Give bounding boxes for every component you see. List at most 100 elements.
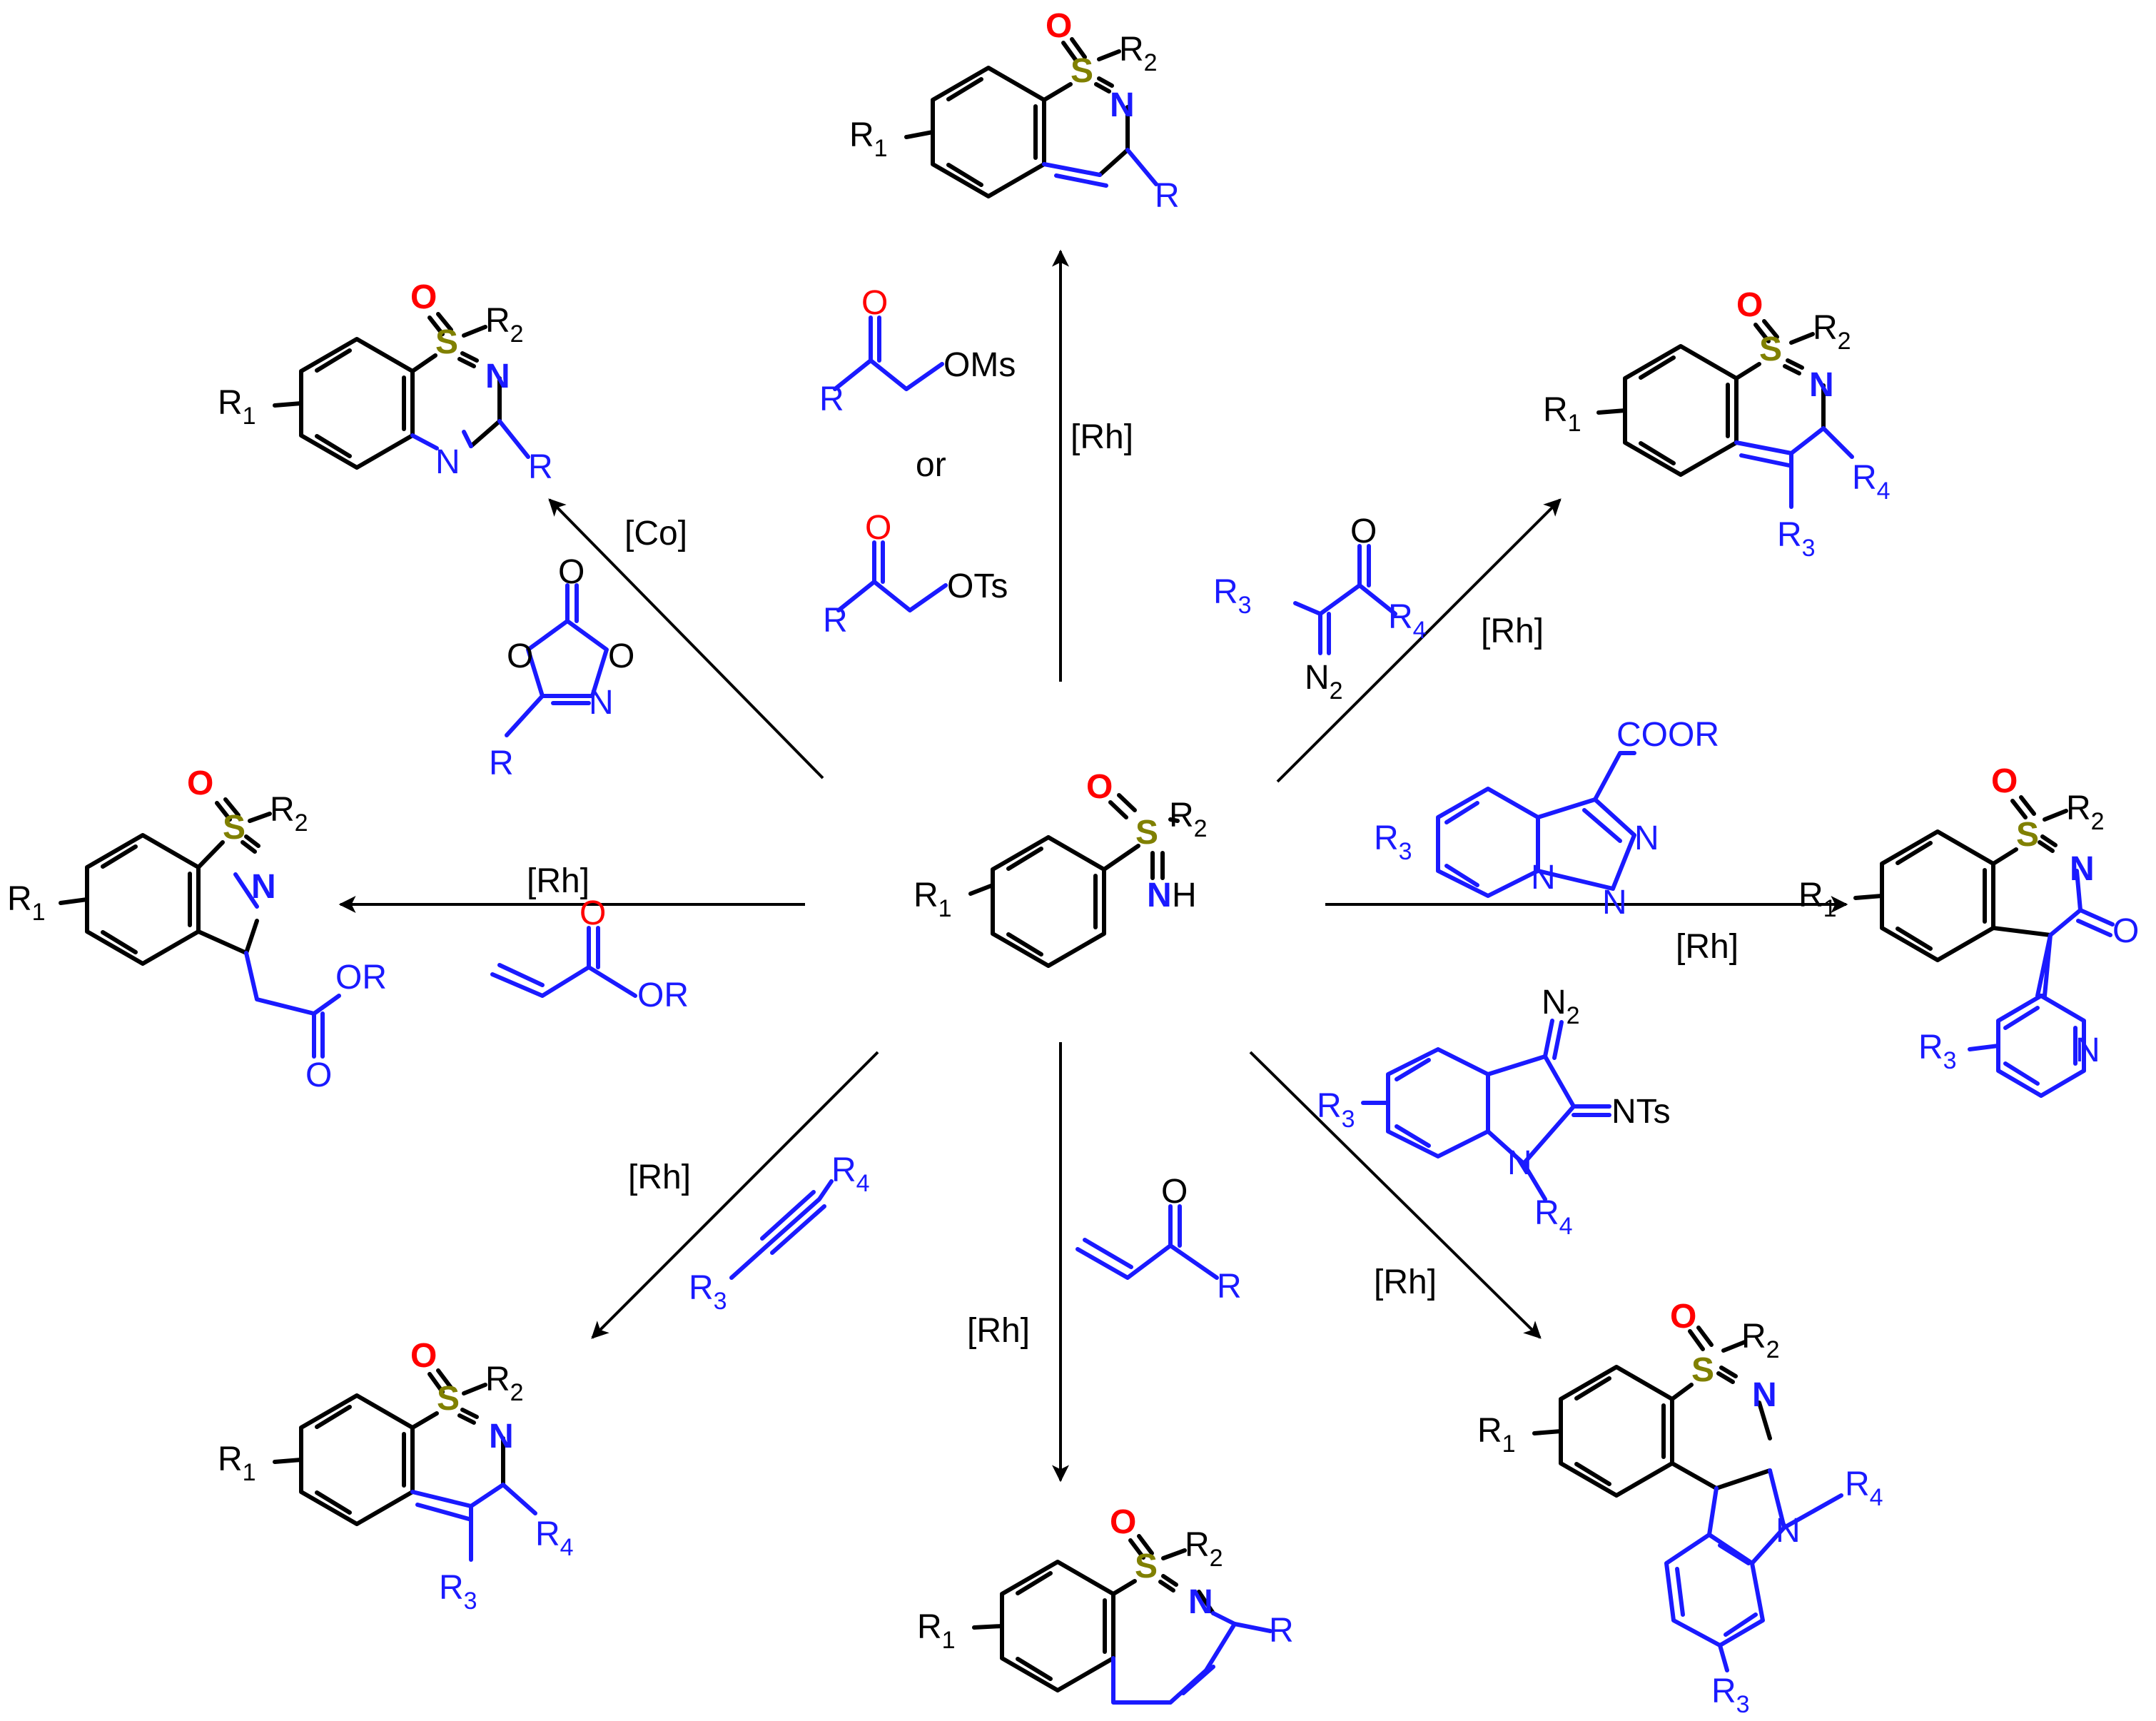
svg-text:R1: R1 bbox=[1543, 391, 1581, 437]
svg-text:R3: R3 bbox=[1777, 516, 1816, 562]
central-sulfoximine: O S R2 N H R1 bbox=[913, 768, 1208, 966]
svg-text:R2: R2 bbox=[2066, 789, 2105, 835]
reagent-vinylketone: O R bbox=[1076, 1173, 1242, 1306]
svg-text:R1: R1 bbox=[7, 880, 46, 926]
right-o: O bbox=[1991, 762, 2018, 800]
dk-r4: R bbox=[1388, 598, 1413, 636]
bl-r2-sub: 2 bbox=[510, 1379, 524, 1406]
top-r1-sub: 1 bbox=[874, 135, 888, 162]
tr-r4: R bbox=[1852, 459, 1877, 497]
reaction-arrows bbox=[338, 249, 1848, 1483]
tr-r4-sub: 4 bbox=[1877, 478, 1891, 505]
bl-r1-sub: 1 bbox=[243, 1459, 256, 1486]
svg-text:R3: R3 bbox=[1213, 573, 1252, 619]
svg-text:R1: R1 bbox=[849, 116, 888, 162]
svg-text:R1: R1 bbox=[1798, 877, 1837, 922]
iso-n: N bbox=[1507, 1144, 1532, 1182]
svg-text:R2: R2 bbox=[1741, 1318, 1780, 1363]
right-r2-sub: 2 bbox=[2091, 808, 2105, 835]
center-o: O bbox=[1086, 768, 1113, 806]
svg-text:R2: R2 bbox=[1813, 309, 1851, 355]
svg-text:R4: R4 bbox=[1534, 1194, 1573, 1240]
diox-n: N bbox=[589, 684, 614, 722]
tl-n1: N bbox=[485, 358, 510, 395]
svg-text:R2: R2 bbox=[485, 1361, 524, 1406]
top-o: O bbox=[1046, 7, 1072, 45]
svg-text:R1: R1 bbox=[913, 877, 952, 922]
diox-o-top: O bbox=[558, 553, 584, 591]
or-text: or bbox=[916, 446, 946, 484]
tr-n: N bbox=[1809, 366, 1834, 404]
bl-r4: R bbox=[535, 1515, 560, 1553]
br-r2: R bbox=[1741, 1318, 1766, 1356]
center-n: N bbox=[1147, 877, 1172, 914]
pt-r3-sub: 3 bbox=[1399, 838, 1412, 865]
ots-r: R bbox=[823, 602, 848, 640]
br-r4-sub: 4 bbox=[1870, 1484, 1883, 1511]
center-r1: R bbox=[913, 877, 938, 914]
iso-nts: NTs bbox=[1611, 1093, 1671, 1131]
br-n1: N bbox=[1752, 1376, 1777, 1414]
catalyst-rh-bottom: [Rh] bbox=[967, 1312, 1030, 1350]
catalyst-rh-bottom-right: [Rh] bbox=[1374, 1263, 1437, 1301]
left-r1-sub: 1 bbox=[32, 899, 46, 926]
right-o2: O bbox=[2112, 912, 2139, 950]
pt-n2: N bbox=[1602, 884, 1627, 922]
iso-r4: R bbox=[1534, 1194, 1559, 1232]
oms-r: R bbox=[819, 380, 844, 418]
svg-text:R1: R1 bbox=[218, 1440, 256, 1486]
svg-text:N2: N2 bbox=[1305, 659, 1343, 705]
catalyst-co: [Co] bbox=[624, 515, 687, 552]
svg-text:R4: R4 bbox=[1852, 459, 1891, 505]
tr-r3-sub: 3 bbox=[1802, 535, 1816, 562]
svg-text:R2: R2 bbox=[270, 791, 308, 837]
acry-or: OR bbox=[637, 976, 689, 1014]
diox-r: R bbox=[489, 745, 514, 782]
right-r1: R bbox=[1798, 877, 1823, 914]
left-r2-sub: 2 bbox=[295, 809, 308, 837]
svg-text:R4: R4 bbox=[1845, 1465, 1883, 1511]
tl-r1: R bbox=[218, 384, 243, 422]
top-s: S bbox=[1071, 52, 1093, 90]
left-o2: O bbox=[305, 1056, 332, 1094]
svg-text:R3: R3 bbox=[689, 1269, 727, 1315]
product-bottom-left: O S R2 N R4 R3 R1 bbox=[218, 1337, 574, 1615]
bot-r1: R bbox=[917, 1608, 942, 1646]
svg-text:R3: R3 bbox=[1317, 1087, 1355, 1133]
oms-label: OMs bbox=[943, 346, 1016, 384]
pt-n1: N bbox=[1634, 819, 1659, 857]
reagent-ots: O R OTs bbox=[823, 509, 1008, 640]
left-o: O bbox=[187, 764, 213, 802]
tl-s: S bbox=[435, 323, 458, 361]
tr-r1: R bbox=[1543, 391, 1568, 429]
svg-text:R4: R4 bbox=[535, 1515, 574, 1561]
tl-r2-sub: 2 bbox=[510, 321, 524, 348]
dk-r3-sub: 3 bbox=[1238, 592, 1252, 619]
pt-r3: R bbox=[1374, 819, 1399, 857]
br-r1-sub: 1 bbox=[1502, 1430, 1516, 1458]
product-bottom-right: O S R2 N N R4 R3 R1 bbox=[1477, 1298, 1883, 1718]
pt-n3: N bbox=[1531, 859, 1556, 897]
svg-text:R4: R4 bbox=[831, 1151, 870, 1197]
vk-r: R bbox=[1217, 1268, 1242, 1306]
tr-s: S bbox=[1759, 330, 1782, 368]
top-r2-sub: 2 bbox=[1144, 49, 1158, 76]
tl-r: R bbox=[528, 448, 553, 486]
iso-n2: N bbox=[1542, 984, 1567, 1021]
tl-r1-sub: 1 bbox=[243, 403, 256, 430]
top-r1: R bbox=[849, 116, 874, 154]
catalyst-rh-top: [Rh] bbox=[1071, 418, 1133, 456]
right-s: S bbox=[2016, 816, 2039, 854]
arrow-down-right bbox=[1249, 1051, 1542, 1339]
center-r2: R bbox=[1169, 797, 1194, 834]
svg-text:R3: R3 bbox=[1374, 819, 1412, 865]
br-n2: N bbox=[1776, 1512, 1801, 1550]
svg-text:R1: R1 bbox=[218, 384, 256, 430]
center-r2-sub: 2 bbox=[1194, 815, 1208, 842]
center-r1-sub: 1 bbox=[938, 895, 952, 922]
svg-text:R1: R1 bbox=[917, 1608, 956, 1654]
bot-r1-sub: 1 bbox=[942, 1627, 956, 1654]
top-r2: R bbox=[1119, 31, 1144, 69]
svg-text:N2: N2 bbox=[1542, 984, 1580, 1029]
br-o: O bbox=[1670, 1298, 1696, 1336]
